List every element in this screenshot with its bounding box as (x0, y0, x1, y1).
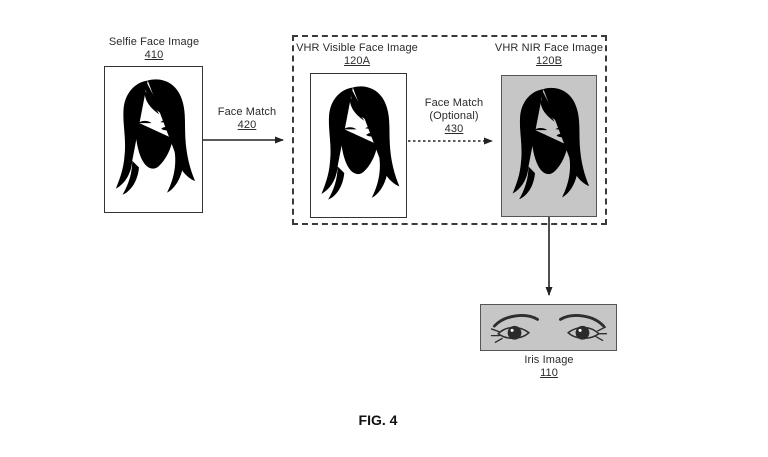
face-match-title: Face Match (217, 106, 277, 118)
vhr-visible-face-image-label: VHR Visible Face Image 120A (296, 42, 418, 68)
selfie-face-image-label: Selfie Face Image 410 (74, 36, 234, 62)
vhr-nir-face-image-label: VHR NIR Face Image 120B (489, 42, 609, 68)
vhr-nir-face-image-box (501, 75, 597, 217)
iris-image-box (480, 304, 617, 351)
vhr-nir-face-image-title: VHR NIR Face Image (494, 42, 604, 54)
female-face-sketch-icon (502, 76, 596, 216)
vhr-visible-face-image-box (310, 73, 407, 218)
female-face-sketch-icon (105, 67, 202, 212)
face-match-label: Face Match 420 (201, 106, 293, 132)
selfie-face-image-box (104, 66, 203, 213)
selfie-face-image-title: Selfie Face Image (108, 36, 200, 48)
vhr-visible-face-image-ref: 120A (343, 55, 371, 67)
figure-caption: FIG. 4 (358, 412, 398, 428)
vhr-nir-face-image-ref: 120B (535, 55, 563, 67)
iris-image-label: Iris Image 110 (499, 354, 599, 380)
female-face-sketch-icon (311, 74, 406, 217)
face-match-ref: 420 (237, 119, 257, 131)
face-match-optional-ref: 430 (444, 123, 464, 135)
vhr-group-dashed-box (292, 35, 607, 225)
face-match-optional-label: Face Match (Optional) 430 (407, 97, 501, 136)
eyes-iris-sketch-icon (490, 314, 608, 344)
iris-image-title: Iris Image (524, 354, 574, 366)
face-match-optional-title: Face Match (424, 97, 484, 109)
selfie-face-image-ref: 410 (144, 49, 164, 61)
face-match-optional-subtitle: (Optional) (429, 110, 479, 122)
vhr-visible-face-image-title: VHR Visible Face Image (296, 42, 418, 54)
iris-image-ref: 110 (540, 367, 558, 379)
